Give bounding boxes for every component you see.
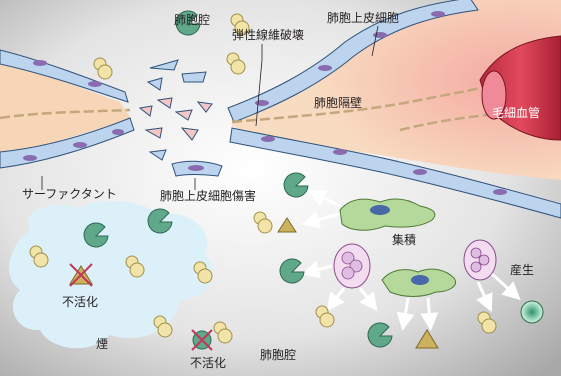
label-elastic-fiber-breakdown: 弾性線維破壊 bbox=[232, 29, 304, 41]
neutrophil-left bbox=[334, 244, 370, 288]
label-alveolar-space-top: 肺胞腔 bbox=[174, 14, 210, 26]
label-alveolar-space-bottom: 肺胞腔 bbox=[260, 349, 296, 361]
label-alveolar-wall: 肺胞隔壁 bbox=[314, 97, 362, 109]
label-epithelial-cells: 肺胞上皮細胞 bbox=[327, 12, 399, 24]
label-surfactant: サーファクタント bbox=[22, 188, 117, 200]
neutrophil-right bbox=[464, 240, 496, 280]
label-inactivated-bottom: 不活化 bbox=[190, 357, 226, 369]
label-smoke: 煙 bbox=[96, 338, 108, 350]
produced-protease-cell bbox=[521, 301, 543, 323]
label-capillary: 毛細血管 bbox=[492, 107, 540, 119]
inactivated-circle bbox=[192, 330, 212, 350]
label-inactivated-left: 不活化 bbox=[62, 296, 98, 308]
label-production: 産生 bbox=[510, 264, 534, 276]
label-accumulation: 集積 bbox=[392, 234, 416, 246]
label-epithelial-damage: 肺胞上皮細胞傷害 bbox=[160, 190, 256, 202]
